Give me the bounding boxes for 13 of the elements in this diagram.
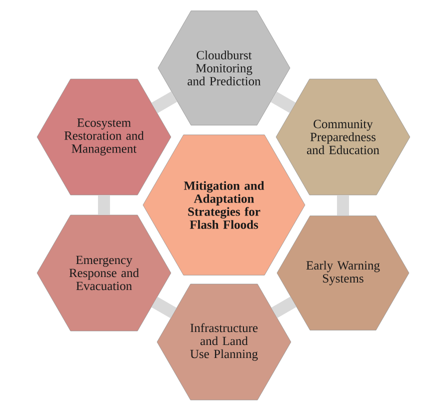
- hexagon: Cloudburst Monitoring and Prediction: [158, 10, 290, 126]
- ring-connector: [151, 296, 177, 318]
- hexagon: Early Warning Systems: [276, 216, 410, 330]
- ring-connector: [337, 195, 349, 216]
- hexagon: Emergency Response and Evacuation: [36, 214, 172, 332]
- center-hexagon: Mitigation and Adaptation Strategies for Flash Floods: [142, 134, 306, 276]
- ring-connector: [98, 195, 110, 215]
- hexagon: Ecosystem Restoration and Management: [36, 78, 172, 196]
- ring-connector: [151, 91, 178, 114]
- hexagon: Infrastructure and Land Use Planning: [156, 284, 292, 400]
- ring-connector: [270, 92, 296, 114]
- ring-connector: [271, 296, 296, 318]
- hexagon: Community Preparedness and Education: [276, 78, 410, 196]
